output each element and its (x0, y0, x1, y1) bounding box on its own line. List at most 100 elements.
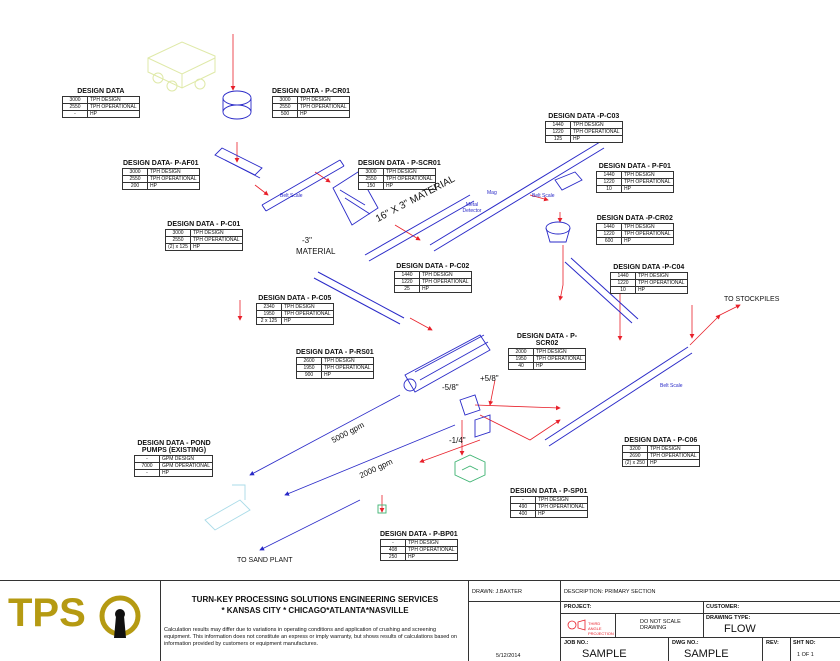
unit-cell: TPH DESIGN (281, 303, 334, 311)
value-cell: 500 (272, 110, 298, 118)
unit-cell: HP (621, 237, 674, 245)
unit-cell: TPH OPERATIONAL (419, 278, 472, 286)
value-cell: 10 (596, 185, 622, 193)
value-cell: 1950 (508, 355, 534, 363)
unit-cell: GPM OPERATIONAL (159, 462, 213, 470)
sheet-no: 1 OF 1 (797, 652, 814, 658)
unit-cell: TPH OPERATIONAL (647, 452, 700, 460)
unit-cell: HP (147, 182, 200, 190)
drawing-type-label: DRAWING TYPE: (706, 615, 751, 621)
unit-cell: TPH DESIGN (621, 171, 674, 179)
unit-cell: TPH OPERATIONAL (297, 103, 350, 111)
scalping-screen-icon (332, 171, 379, 226)
value-cell: 2 x 125 (256, 317, 282, 325)
value-cell: - (134, 469, 160, 477)
value-cell: 600 (596, 237, 622, 245)
table-row: -HP (62, 110, 140, 118)
unit-cell: TPH DESIGN (570, 121, 623, 129)
unit-cell: TPH DESIGN (147, 168, 200, 176)
drawn-by: DRAWN: J.BAXTER (472, 589, 522, 595)
value-cell: 1220 (596, 230, 622, 238)
value-cell: 1950 (256, 310, 282, 318)
rev-label: REV: (766, 640, 779, 646)
unit-cell: TPH DESIGN (621, 223, 674, 231)
unit-cell: HP (570, 135, 623, 143)
unit-cell: TPH OPERATIONAL (383, 175, 436, 183)
box-title: DESIGN DATA - P-F01 (598, 163, 671, 170)
unit-cell: TPH DESIGN (535, 496, 588, 504)
unit-cell: TPH OPERATIONAL (321, 364, 374, 372)
rinse-screen-icon (403, 334, 491, 393)
value-cell: 1220 (545, 128, 571, 136)
unit-cell: HP (321, 371, 374, 379)
keyhole-logo-icon (99, 595, 141, 638)
disclaimer: Calculation results may differ due to va… (164, 627, 457, 648)
value-cell: - (510, 496, 536, 504)
design-data-pond: DESIGN DATA - POND PUMPS (EXISTING) -GPM… (134, 440, 214, 477)
value-cell: 2690 (622, 452, 648, 460)
unit-cell: TPH DESIGN (383, 168, 436, 176)
table-row: -TPH DESIGN (510, 496, 588, 504)
conveyor-pc04 (564, 257, 639, 324)
box-title: DESIGN DATA -P-C03 (548, 113, 620, 120)
value-cell: 1220 (610, 279, 636, 287)
unit-cell: TPH OPERATIONAL (621, 178, 674, 186)
value-cell: (2) x 250 (622, 459, 648, 467)
value-cell: 1440 (596, 171, 622, 179)
table-row: -TPH DESIGN (380, 539, 458, 547)
primary-crusher-icon (222, 90, 252, 120)
equipment (214, 90, 583, 438)
drawing-date: 5/12/2014 (496, 653, 521, 659)
unit-cell: HP (190, 243, 243, 251)
value-cell: 900 (296, 371, 322, 379)
job-no-label: JOB NO.: (564, 640, 589, 646)
unit-cell: TPH OPERATIONAL (570, 128, 623, 136)
value-cell: 3200 (622, 445, 648, 453)
company-name: TURN-KEY PROCESSING SOLUTIONS ENGINEERIN… (191, 595, 439, 604)
unit-cell: TPH DESIGN (419, 271, 472, 279)
dwg-no-label: DWG NO.: (672, 640, 699, 646)
unit-cell: TPH OPERATIONAL (405, 546, 458, 554)
feeder-icon (554, 171, 583, 191)
value-cell: 25 (394, 285, 420, 293)
pond-pump-icon (204, 484, 251, 531)
to-stockpiles-label: TO STOCKPILES (724, 296, 780, 303)
description: DESCRIPTION: PRIMARY SECTION (564, 589, 656, 595)
value-cell: 1440 (545, 121, 571, 129)
value-cell: 250 (380, 553, 406, 561)
box-title: DESIGN DATA - P-RS01 (296, 349, 374, 356)
belt-scale-label: Belt Scale (660, 383, 683, 389)
unit-cell: HP (297, 110, 350, 118)
